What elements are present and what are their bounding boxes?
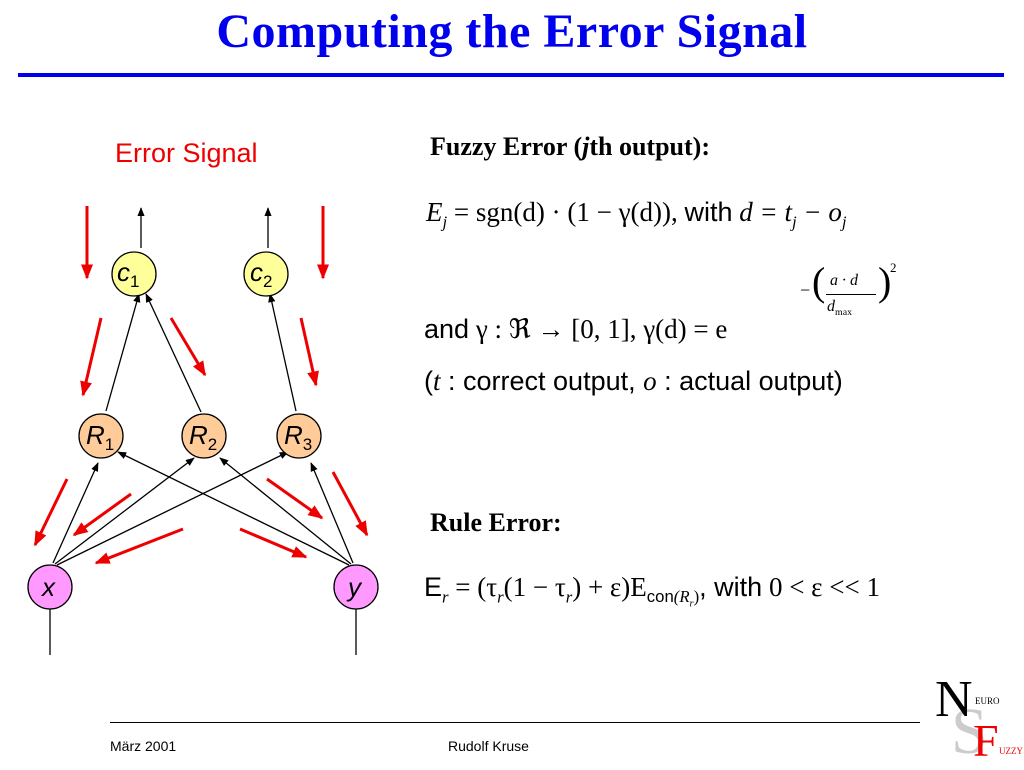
x-r3-link <box>56 451 289 566</box>
title-underline <box>18 73 1004 77</box>
slide-title: Computing the Error Signal <box>216 5 808 58</box>
node-c2-label: c2 <box>250 257 273 292</box>
rule-error-heading: Rule Error: <box>430 508 562 537</box>
error-arrow-x2 <box>72 492 132 537</box>
node-r3-label: R3 <box>284 420 313 455</box>
logo-euro: EURO <box>975 696 1000 706</box>
node-x <box>27 564 73 610</box>
node-r1 <box>78 413 124 459</box>
footer-author: Rudolf Kruse <box>448 738 529 754</box>
error-arrow-y1 <box>266 477 324 520</box>
node-y <box>333 564 379 610</box>
error-arrow-x1 <box>33 478 69 547</box>
node-y-label: y <box>348 572 361 602</box>
x-r1-link <box>52 462 99 564</box>
neuro-fuzzy-logo: N EURO S F UZZY <box>935 671 1023 768</box>
node-x-label: x <box>42 572 55 602</box>
x-r2-link <box>54 457 195 565</box>
gamma-definition: and γ : ℜ → [0, 1], γ(d) = e <box>424 314 728 344</box>
exponent-denominator: dmax <box>827 298 853 319</box>
y-r1-link <box>117 451 350 566</box>
y-r3-link <box>310 462 354 564</box>
error-arrow-r2 <box>169 317 207 377</box>
node-c2 <box>243 251 289 297</box>
error-arrow-x3 <box>94 527 184 565</box>
error-signal-label: Error Signal <box>115 138 258 168</box>
exponent-numerator: a · d <box>830 272 858 289</box>
rule-error-equation: Er = (τr(1 − τr) + ε)Econ(Rr), with 0 < … <box>424 572 880 610</box>
node-c1-label: c1 <box>117 257 140 292</box>
error-arrow-r1 <box>80 317 103 397</box>
node-r2 <box>181 413 227 459</box>
node-r2-label: R2 <box>189 420 218 455</box>
exponent-fraction-bar <box>826 294 876 295</box>
node-r3 <box>276 413 322 459</box>
r1-c1-link <box>105 293 141 412</box>
network-diagram <box>27 206 379 655</box>
y-r2-link <box>219 457 352 565</box>
exponent-right-paren: ) <box>878 259 892 304</box>
fuzzy-error-heading: Fuzzy Error (jth output): <box>430 132 710 161</box>
logo-n: N <box>935 671 973 728</box>
error-arrow-y2 <box>331 471 369 537</box>
exponent-power: 2 <box>890 260 897 275</box>
r3-c2-link <box>268 293 297 412</box>
footer-divider <box>110 722 920 723</box>
r2-c1-link <box>145 293 202 413</box>
logo-uzzy: UZZY <box>999 746 1023 756</box>
exponent-minus: − <box>800 280 811 300</box>
fuzzy-error-equation: Ej = sgn(d) · (1 − γ(d)), with d = tj − … <box>426 197 847 232</box>
exponent-left-paren: ( <box>812 259 826 304</box>
node-r1-label: R1 <box>86 420 115 455</box>
logo-f: F <box>973 715 999 766</box>
error-arrow-y3 <box>239 527 308 559</box>
variable-note: (t : correct output, o : actual output) <box>424 366 843 396</box>
footer-date: März 2001 <box>110 738 177 754</box>
node-c1 <box>111 251 157 297</box>
error-arrow-r3 <box>299 317 319 387</box>
